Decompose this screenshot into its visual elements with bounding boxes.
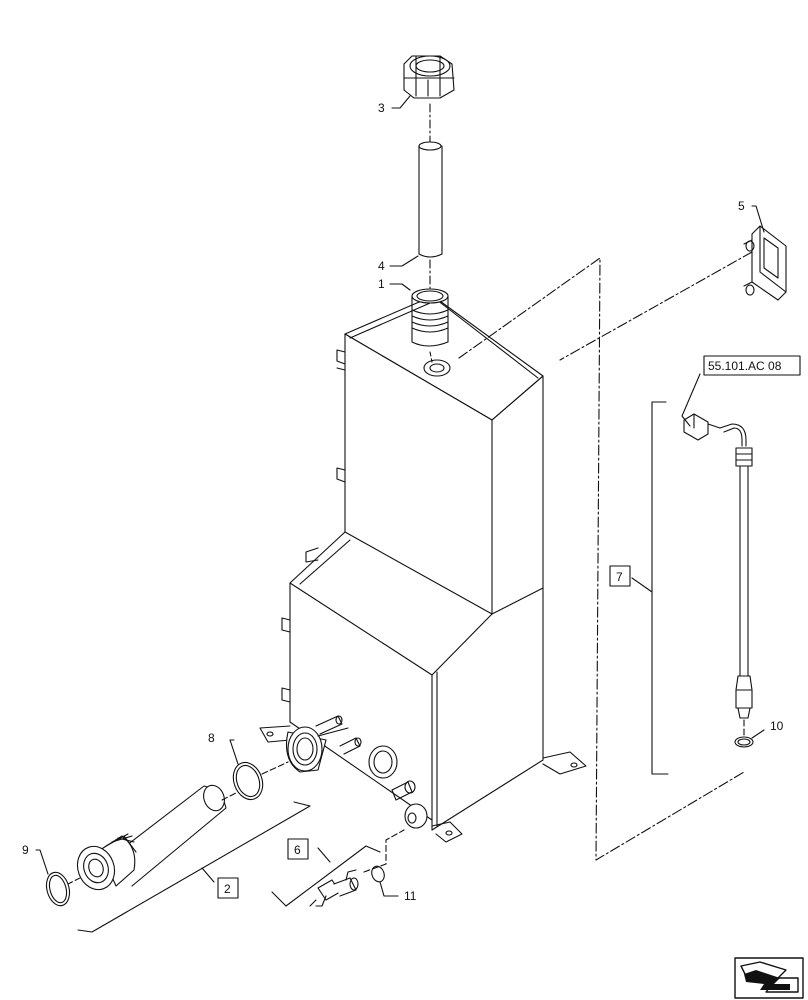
filler-strainer-tube[interactable] xyxy=(418,141,443,258)
suction-strainer[interactable] xyxy=(72,782,228,894)
o-ring-11[interactable] xyxy=(370,864,387,883)
callout-8: 8 xyxy=(208,731,215,745)
reference-link-label: 55.101.AC 08 xyxy=(708,359,782,373)
callout-9: 9 xyxy=(22,843,29,857)
callout-2: 2 xyxy=(224,882,231,896)
callout-4: 4 xyxy=(378,259,385,273)
hydraulic-tank[interactable] xyxy=(259,288,587,843)
callout-1: 1 xyxy=(378,277,385,291)
o-ring-9[interactable] xyxy=(43,870,73,909)
tank-ports xyxy=(285,715,428,829)
callout-11: 11 xyxy=(404,889,417,903)
o-ring-10[interactable] xyxy=(734,736,754,748)
callout-3: 3 xyxy=(378,101,385,115)
callout-5: 5 xyxy=(738,199,745,213)
callout-6: 6 xyxy=(294,843,301,857)
breather-cap[interactable] xyxy=(403,55,455,99)
callout-7: 7 xyxy=(616,570,623,584)
callout-box-2[interactable]: 2 xyxy=(217,877,239,899)
sight-gauge[interactable] xyxy=(743,225,787,301)
level-sensor[interactable] xyxy=(683,413,753,719)
drain-valve[interactable] xyxy=(309,869,359,907)
next-page-arrow-icon[interactable] xyxy=(734,957,804,999)
callout-10: 10 xyxy=(770,719,784,733)
reference-link-box[interactable]: 55.101.AC 08 xyxy=(703,355,801,376)
callout-box-6[interactable]: 6 xyxy=(287,838,309,860)
filler-neck xyxy=(411,288,449,347)
callout-box-7[interactable]: 7 xyxy=(609,565,631,587)
o-ring-8[interactable] xyxy=(228,758,267,803)
